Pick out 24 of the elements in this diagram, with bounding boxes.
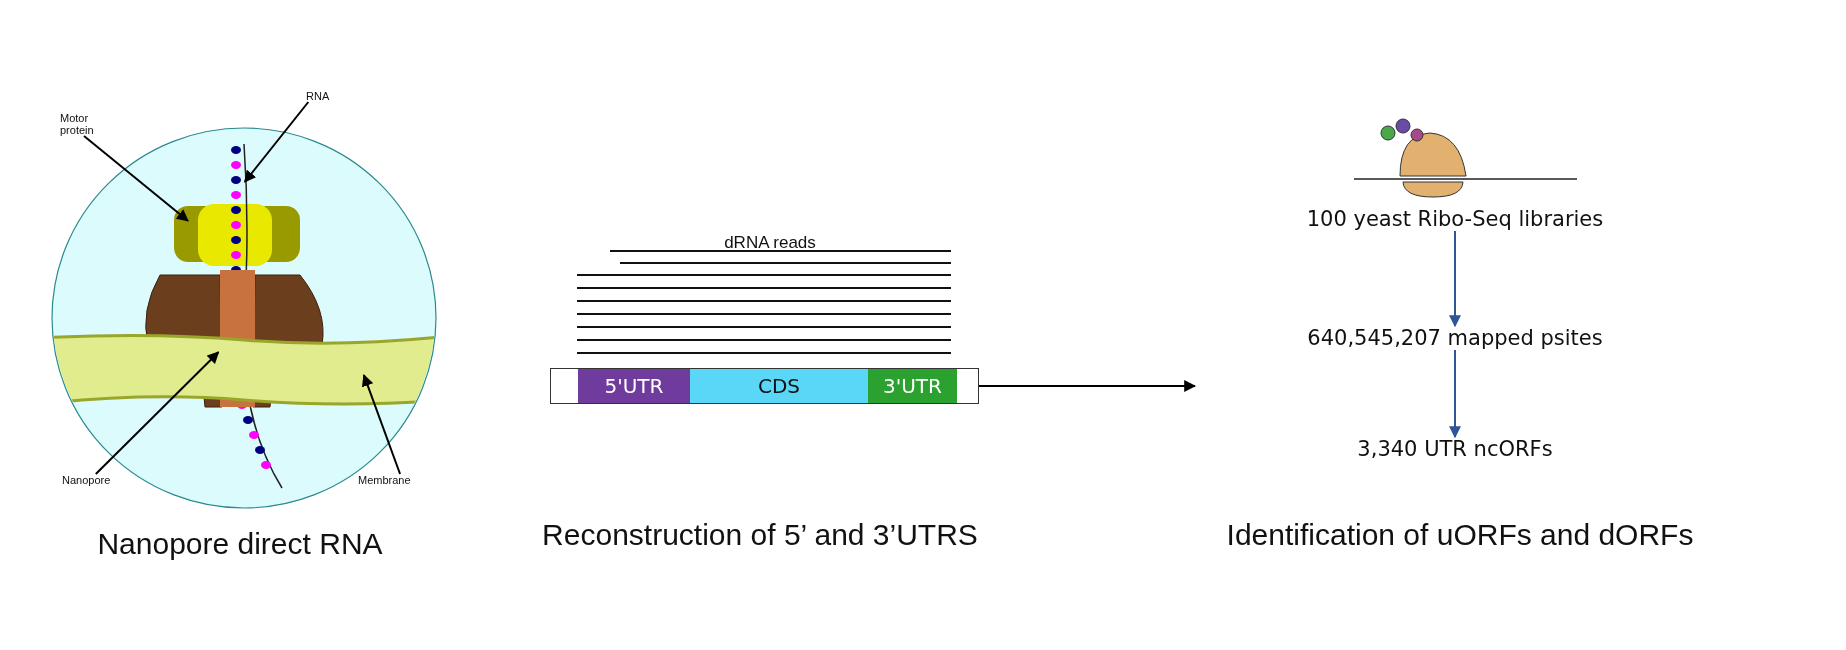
arrow xyxy=(1449,349,1461,439)
leader-line xyxy=(83,135,189,222)
part-label: Membrane xyxy=(358,474,411,486)
step-text: 640,545,207 mapped psites xyxy=(1300,326,1610,350)
step-text: 3,340 UTR ncORFs xyxy=(1300,437,1610,461)
reads-label: dRNA reads xyxy=(723,233,817,253)
arrow xyxy=(1449,230,1461,328)
leader-line xyxy=(94,351,220,475)
leader-line xyxy=(243,101,310,183)
panel-title: Nanopore direct RNA xyxy=(96,527,384,561)
membrane-band xyxy=(53,333,435,406)
gene-bar xyxy=(550,368,979,404)
panel-title: Identification of uORFs and dORFs xyxy=(1225,518,1695,552)
gene-segment: 5'UTR xyxy=(578,369,690,403)
part-label: Motor protein xyxy=(60,112,120,136)
step-text: 100 yeast Ribo-Seq libraries xyxy=(1300,207,1610,231)
part-label: RNA xyxy=(306,90,330,102)
motor-protein-drawing xyxy=(174,204,300,266)
part-label: Nanopore xyxy=(62,474,111,486)
panel-title: Reconstruction of 5’ and 3’UTRS xyxy=(541,518,979,552)
leader-line xyxy=(362,374,402,475)
gene-segment: CDS xyxy=(690,369,868,403)
arrow xyxy=(978,380,1197,392)
gene-segment: 3'UTR xyxy=(868,369,957,403)
